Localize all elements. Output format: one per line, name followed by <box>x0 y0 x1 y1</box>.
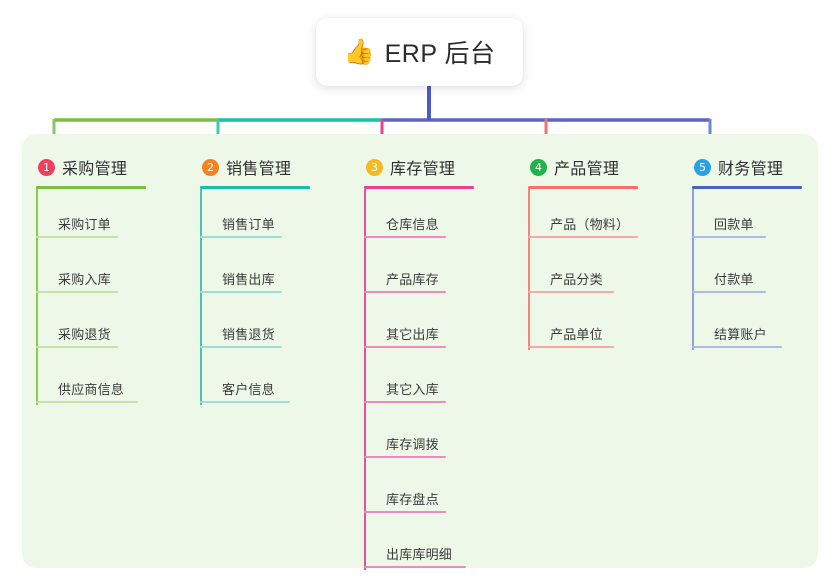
module-leaf-rule <box>364 291 446 293</box>
module-leaf-label: 库存盘点 <box>386 492 439 507</box>
module-column-2: 2 销售管理销售订单销售出库销售退货客户信息 <box>200 148 310 405</box>
module-leaf-label: 仓库信息 <box>386 217 439 232</box>
module-header-1[interactable]: 1 采购管理 <box>36 148 127 186</box>
module-leaf-item[interactable]: 付款单 <box>692 263 766 293</box>
module-leaf-item[interactable]: 销售出库 <box>200 263 282 293</box>
module-leaf-item[interactable]: 销售退货 <box>200 318 282 348</box>
module-column-1: 1 采购管理采购订单采购入库采购退货供应商信息 <box>36 148 146 405</box>
module-header-rule <box>364 186 474 189</box>
module-trunk-line <box>200 189 202 405</box>
module-leaf-item[interactable]: 采购订单 <box>36 208 118 238</box>
module-number-badge: 3 <box>366 158 383 176</box>
module-leaf-label: 销售订单 <box>222 217 275 232</box>
module-leaf-rule <box>528 236 638 238</box>
module-leaf-item[interactable]: 其它入库 <box>364 373 446 403</box>
modules-panel <box>22 134 818 568</box>
module-header-5[interactable]: 5 财务管理 <box>692 148 783 186</box>
module-leaf-item[interactable]: 回款单 <box>692 208 766 238</box>
module-header-rule <box>528 186 638 189</box>
module-header-rule <box>200 186 310 189</box>
module-leaf-label: 采购入库 <box>58 272 111 287</box>
module-leaf-item[interactable]: 其它出库 <box>364 318 446 348</box>
module-leaf-item[interactable]: 采购退货 <box>36 318 118 348</box>
module-column-3: 3 库存管理仓库信息产品库存其它出库其它入库库存调拨库存盘点出库库明细 <box>364 148 474 570</box>
module-leaf-item[interactable]: 产品库存 <box>364 263 446 293</box>
module-trunk-line <box>36 189 38 405</box>
module-leaf-label: 销售出库 <box>222 272 275 287</box>
module-leaf-label: 结算账户 <box>714 327 767 342</box>
module-title: 采购管理 <box>62 161 128 178</box>
module-leaf-item[interactable]: 采购入库 <box>36 263 118 293</box>
module-leaf-rule <box>364 566 466 568</box>
module-leaf-rule <box>200 291 282 293</box>
module-leaf-rule <box>200 346 282 348</box>
module-leaf-rule <box>692 236 766 238</box>
module-title: 产品管理 <box>554 161 620 178</box>
module-number-badge: 4 <box>530 158 547 176</box>
module-leaf-item[interactable]: 供应商信息 <box>36 373 138 403</box>
module-header-2[interactable]: 2 销售管理 <box>200 148 291 186</box>
module-leaf-item[interactable]: 客户信息 <box>200 373 290 403</box>
module-leaf-rule <box>692 346 782 348</box>
module-number-badge: 1 <box>38 158 55 176</box>
module-number-badge: 5 <box>694 158 711 176</box>
module-leaf-rule <box>364 236 446 238</box>
module-header-rule <box>36 186 146 189</box>
module-header-4[interactable]: 4 产品管理 <box>528 148 619 186</box>
module-leaf-rule <box>200 401 290 403</box>
module-column-5: 5 财务管理回款单付款单结算账户 <box>692 148 802 350</box>
module-leaf-rule <box>364 346 446 348</box>
module-leaf-label: 付款单 <box>714 272 754 287</box>
module-leaf-label: 供应商信息 <box>58 382 125 397</box>
module-leaf-label: 库存调拨 <box>386 437 439 452</box>
module-leaf-rule <box>36 291 118 293</box>
module-leaf-rule <box>200 236 282 238</box>
module-title: 库存管理 <box>390 161 456 178</box>
root-node-card[interactable]: 👍 ERP 后台 <box>316 18 523 86</box>
module-leaf-item[interactable]: 产品单位 <box>528 318 614 348</box>
module-trunk-line <box>528 189 530 350</box>
module-leaf-label: 其它入库 <box>386 382 439 397</box>
module-leaf-label: 出库库明细 <box>386 547 453 562</box>
module-leaf-rule <box>528 291 614 293</box>
module-header-rule <box>692 186 802 189</box>
module-leaf-label: 回款单 <box>714 217 754 232</box>
module-leaf-label: 产品库存 <box>386 272 439 287</box>
module-leaf-label: 产品分类 <box>550 272 603 287</box>
module-leaf-rule <box>528 346 614 348</box>
module-leaf-item[interactable]: 产品分类 <box>528 263 614 293</box>
module-leaf-rule <box>364 456 446 458</box>
module-leaf-item[interactable]: 产品（物料） <box>528 208 638 238</box>
module-leaf-label: 销售退货 <box>222 327 275 342</box>
module-leaf-label: 客户信息 <box>222 382 275 397</box>
module-title: 财务管理 <box>718 161 784 178</box>
module-leaf-item[interactable]: 销售订单 <box>200 208 282 238</box>
module-leaf-label: 产品单位 <box>550 327 603 342</box>
module-title: 销售管理 <box>226 161 292 178</box>
module-leaf-rule <box>36 236 118 238</box>
module-number-badge: 2 <box>202 158 219 176</box>
module-leaf-item[interactable]: 库存盘点 <box>364 483 446 513</box>
module-column-4: 4 产品管理产品（物料） 产品分类产品单位 <box>528 148 638 350</box>
module-leaf-rule <box>36 346 118 348</box>
module-header-3[interactable]: 3 库存管理 <box>364 148 455 186</box>
module-leaf-item[interactable]: 库存调拨 <box>364 428 446 458</box>
module-leaf-label: 其它出库 <box>386 327 439 342</box>
module-leaf-rule <box>364 511 446 513</box>
module-leaf-label: 产品（物料） <box>550 217 630 232</box>
module-leaf-item[interactable]: 仓库信息 <box>364 208 446 238</box>
root-title: ERP 后台 <box>384 40 496 68</box>
module-leaf-item[interactable]: 结算账户 <box>692 318 782 348</box>
module-leaf-rule <box>36 401 138 403</box>
module-leaf-label: 采购退货 <box>58 327 111 342</box>
module-leaf-item[interactable]: 出库库明细 <box>364 538 466 568</box>
module-trunk-line <box>364 189 366 570</box>
module-leaf-rule <box>692 291 766 293</box>
thumbs-up-icon: 👍 <box>343 37 375 66</box>
module-leaf-rule <box>364 401 446 403</box>
module-trunk-line <box>692 189 694 350</box>
module-leaf-label: 采购订单 <box>58 217 111 232</box>
